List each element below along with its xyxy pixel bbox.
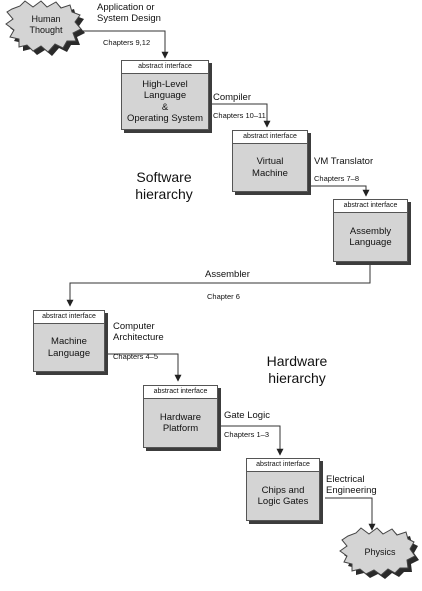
- app-design-chapters: Chapters 9,12: [103, 38, 151, 47]
- electrical-line2: Engineering: [326, 485, 377, 496]
- assembler-chapters: Chapter 6: [207, 292, 240, 301]
- box-hw-body: Hardware Platform: [144, 399, 217, 447]
- box-hw-line2: Platform: [162, 423, 199, 434]
- human-thought-label: Human Thought: [20, 14, 72, 36]
- hardware-hierarchy-line2: hierarchy: [268, 370, 326, 386]
- electrical-line1: Electrical: [326, 474, 365, 485]
- software-hierarchy-label: Software hierarchy: [124, 169, 204, 203]
- box-hll-line4: Operating System: [126, 113, 204, 124]
- hardware-hierarchy-line1: Hardware: [266, 353, 328, 369]
- vm-translator-chapters: Chapters 7–8: [314, 174, 360, 183]
- arrow-to-asm: [310, 185, 370, 197]
- box-hll-header: abstract interface: [122, 61, 208, 74]
- computer-arch-chapters: Chapters 4–5: [113, 352, 159, 361]
- hardware-hierarchy-label: Hardware hierarchy: [255, 353, 339, 387]
- box-hw-line1: Hardware: [159, 411, 202, 423]
- arrow-to-vm: [207, 103, 271, 128]
- box-asm-line2: Language: [349, 237, 392, 248]
- box-ml-header: abstract interface: [34, 311, 104, 324]
- box-chips-body: Chips and Logic Gates: [247, 472, 319, 520]
- box-high-level-language: abstract interface High-Level Language &…: [121, 60, 209, 130]
- app-design-line1: Application or: [97, 2, 155, 13]
- software-hierarchy-line2: hierarchy: [135, 186, 193, 202]
- box-virtual-machine: abstract interface Virtual Machine: [232, 130, 308, 192]
- compiler-label: Compiler: [213, 92, 252, 103]
- app-design-line2: System Design: [97, 13, 161, 24]
- box-chips-line2: Logic Gates: [257, 496, 309, 507]
- box-asm-body: Assembly Language: [334, 213, 407, 261]
- arrow-to-ml: [66, 264, 371, 307]
- box-asm-line1: Assembly: [349, 225, 392, 237]
- box-vm-header: abstract interface: [233, 131, 307, 144]
- gate-logic-label: Gate Logic: [224, 410, 270, 421]
- human-thought-cloud: [5, 0, 85, 56]
- box-ml-line2: Language: [47, 347, 91, 359]
- box-ml-line1: Machine: [51, 336, 87, 347]
- box-vm-body: Virtual Machine: [233, 144, 307, 191]
- arrow-to-hll: [80, 30, 169, 59]
- physics-label: Physics: [364, 547, 396, 557]
- arrow-to-chips: [220, 425, 284, 456]
- arrow-to-physics: [325, 497, 376, 531]
- box-hll-line2: Language: [143, 90, 187, 101]
- electrical-engineering-label: Electrical Engineering: [326, 474, 377, 496]
- human-thought-line2: Thought: [29, 25, 63, 35]
- compiler-chapters: Chapters 10–11: [213, 111, 266, 120]
- box-chips-logic-gates: abstract interface Chips and Logic Gates: [246, 458, 320, 521]
- box-hll-body: High-Level Language & Operating System: [122, 74, 208, 129]
- computer-arch-line1: Computer: [113, 321, 155, 332]
- vm-translator-label: VM Translator: [314, 156, 374, 167]
- box-machine-language: abstract interface Machine Language: [33, 310, 105, 372]
- box-hardware-platform: abstract interface Hardware Platform: [143, 385, 218, 448]
- box-hll-line1: High-Level: [142, 78, 188, 90]
- box-asm-header: abstract interface: [334, 200, 407, 213]
- app-design-label: Application or System Design: [97, 2, 161, 24]
- box-vm-line1: Virtual: [256, 156, 284, 167]
- box-chips-line1: Chips and: [261, 484, 305, 496]
- box-hw-header: abstract interface: [144, 386, 217, 399]
- box-assembly-language: abstract interface Assembly Language: [333, 199, 408, 262]
- box-vm-line2: Machine: [252, 167, 288, 179]
- box-hll-line3: &: [161, 101, 169, 113]
- arrow-to-hw: [105, 353, 182, 382]
- gate-logic-chapters: Chapters 1–3: [224, 430, 270, 439]
- human-thought-line1: Human: [31, 14, 61, 24]
- software-hierarchy-line1: Software: [136, 169, 192, 185]
- box-ml-body: Machine Language: [34, 324, 104, 371]
- computer-arch-label: Computer Architecture: [113, 321, 164, 343]
- box-chips-header: abstract interface: [247, 459, 319, 472]
- computer-arch-line2: Architecture: [113, 332, 164, 343]
- assembler-label: Assembler: [205, 269, 250, 280]
- physics-cloud: [339, 527, 419, 579]
